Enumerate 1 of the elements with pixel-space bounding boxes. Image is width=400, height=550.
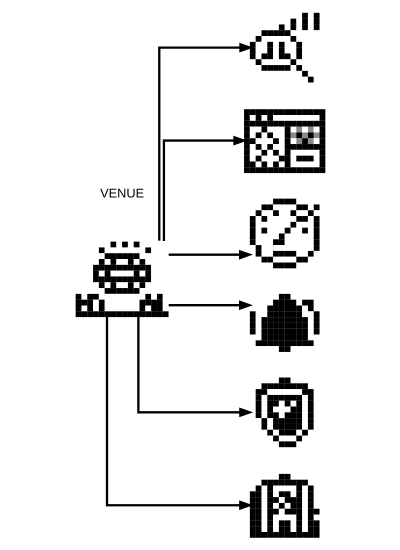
label: VENUE xyxy=(100,185,144,200)
